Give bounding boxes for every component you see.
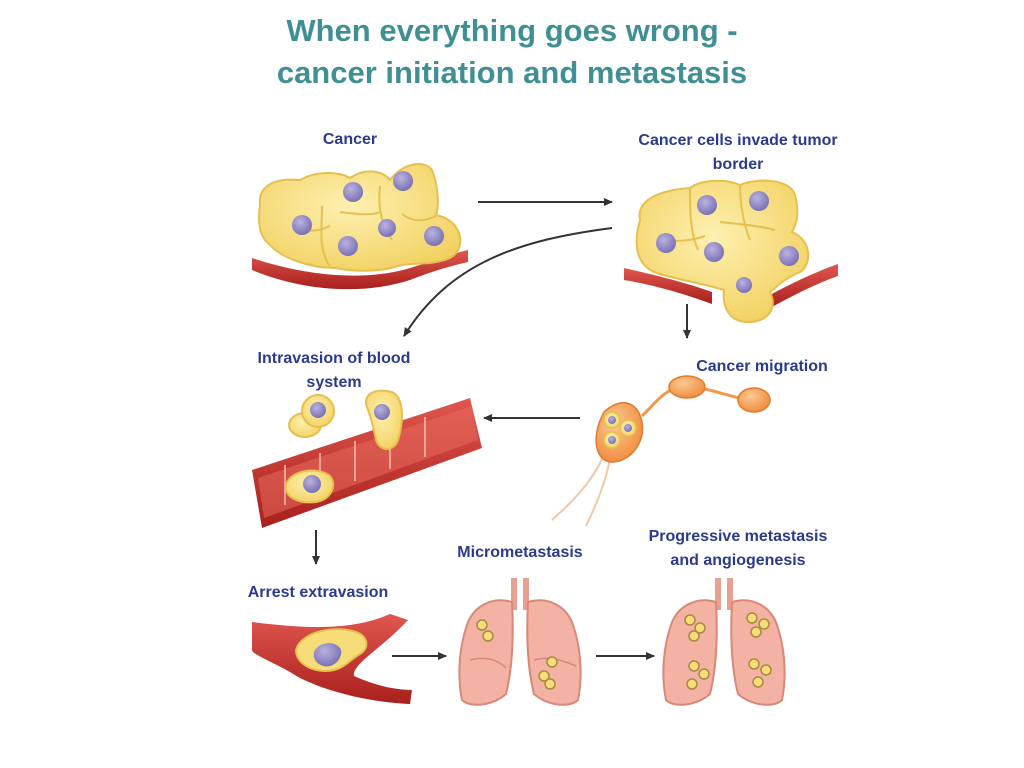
label-invade: Cancer cells invade tumor border: [618, 129, 858, 177]
label-cancer-text: Cancer: [322, 131, 378, 148]
page-title: When everything goes wrong - cancer init…: [0, 10, 1024, 94]
label-intravasion: Intravasion of blood system: [234, 347, 434, 395]
flow-arrows: [312, 198, 691, 660]
label-migration: Cancer migration: [672, 355, 852, 379]
title-line-1: When everything goes wrong -: [286, 13, 738, 48]
cancer-cluster-illustration: [252, 163, 468, 290]
arrow-invade-to-intravasion: [403, 227, 613, 337]
progressive-metastasis-lungs-illustration: [662, 578, 786, 706]
label-invade-line-2: border: [712, 156, 764, 173]
label-progressive: Progressive metastasis and angiogenesis: [628, 525, 848, 573]
micrometastasis-lungs-illustration: [458, 578, 582, 706]
label-invade-line-1: Cancer cells invade tumor: [638, 132, 838, 149]
label-arrest-text: Arrest extravasion: [247, 584, 389, 601]
label-migration-text: Cancer migration: [696, 358, 828, 375]
label-intravasion-line-1: Intravasion of blood: [257, 350, 411, 367]
arrest-vessel-illustration: [252, 614, 412, 704]
label-micrometastasis-text: Micrometastasis: [457, 544, 583, 561]
title-line-2: cancer initiation and metastasis: [276, 55, 748, 90]
migrating-cells-illustration: [551, 375, 771, 527]
label-intravasion-line-2: system: [306, 374, 362, 391]
label-progressive-line-2: and angiogenesis: [670, 552, 806, 569]
blood-vessel-illustration: [252, 389, 482, 528]
label-cancer: Cancer: [290, 128, 410, 152]
invading-cells-illustration: [624, 179, 838, 324]
label-micrometastasis: Micrometastasis: [440, 541, 600, 565]
label-arrest: Arrest extravasion: [228, 581, 408, 605]
label-progressive-line-1: Progressive metastasis: [648, 528, 828, 545]
